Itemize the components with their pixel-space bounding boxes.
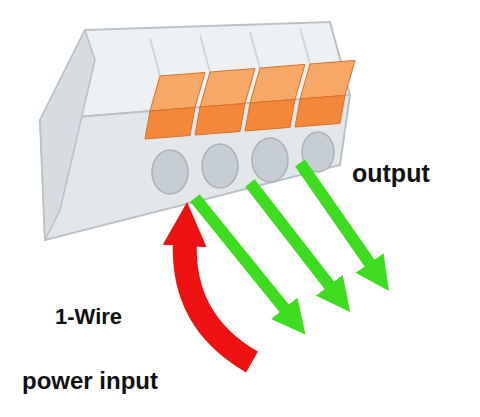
housing-side (40, 30, 95, 240)
arrow-label: power input (22, 368, 158, 394)
output-arrows (195, 163, 373, 313)
arrow-label: 1-Wire (55, 305, 122, 329)
orange-levers (145, 60, 355, 139)
input-arrow (185, 240, 252, 362)
arrow-label: output (352, 160, 430, 188)
